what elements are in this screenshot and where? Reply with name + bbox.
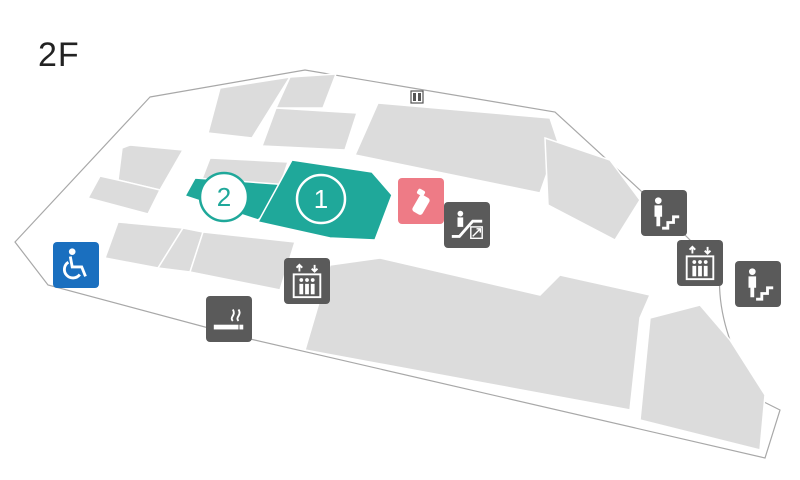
shop-block: [304, 257, 652, 411]
smoking-area-tile[interactable]: [206, 296, 252, 342]
elevator-icon: [292, 263, 322, 299]
elevator-tile[interactable]: [677, 240, 723, 286]
stairs-tile[interactable]: [641, 190, 687, 236]
escalator-icon: [451, 210, 483, 240]
stairs-tile[interactable]: [735, 261, 781, 307]
elevator-icon: [685, 245, 715, 281]
shop-block: [639, 304, 766, 451]
shop-block: [260, 107, 359, 151]
shop-block: [544, 136, 641, 241]
shop-1-marker[interactable]: 1: [295, 173, 347, 225]
elevator-tile[interactable]: [284, 258, 330, 304]
shop-2-marker[interactable]: 2: [198, 171, 250, 223]
locker-icon[interactable]: [410, 90, 424, 104]
accessible-restroom-tile[interactable]: [53, 242, 99, 288]
nursing-room-tile[interactable]: [398, 178, 444, 224]
floor-label: 2F: [38, 36, 80, 74]
shop-2-number: 2: [217, 182, 231, 212]
stairs-icon: [654, 197, 680, 230]
escalator-tile[interactable]: [444, 202, 490, 248]
stairs-icon: [748, 268, 774, 301]
smoking-icon: [213, 308, 244, 330]
shop-block: [86, 175, 162, 215]
baby-bottle-icon: [412, 188, 430, 215]
shop-1-number: 1: [314, 184, 328, 214]
wheelchair-icon: [62, 248, 87, 280]
shop-block: [274, 73, 338, 109]
shop-block: [189, 231, 296, 291]
shop-block: [207, 76, 292, 139]
